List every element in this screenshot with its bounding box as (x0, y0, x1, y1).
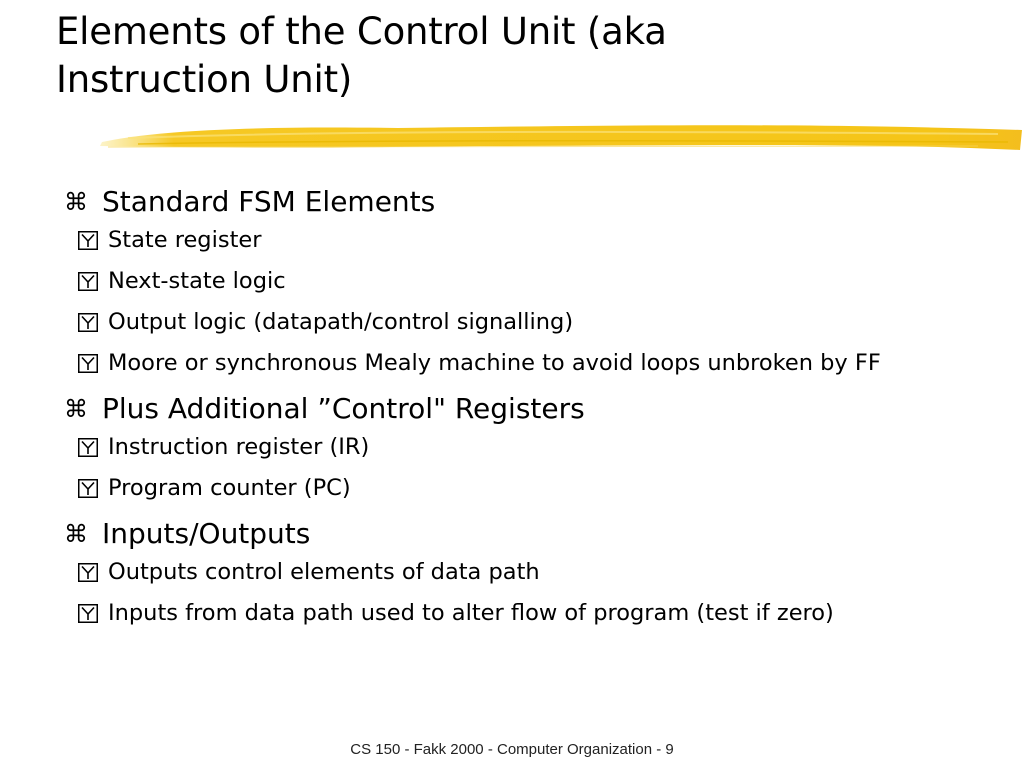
checkbox-y-icon (78, 604, 98, 623)
checkbox-y-icon (78, 354, 98, 373)
sub-bullet-list: Instruction register (IR) Program counte… (64, 431, 974, 504)
sub-bullet-text: Output logic (datapath/control signallin… (108, 309, 574, 335)
sub-bullet-item: State register (78, 224, 974, 256)
slide-title-line-2: Instruction Unit) (56, 58, 353, 101)
bullet-section-standard-fsm: ⌘ Standard FSM Elements (64, 184, 974, 220)
sub-bullet-text: State register (108, 227, 262, 253)
sub-bullet-text: Instruction register (IR) (108, 434, 370, 460)
bullet-list: ⌘ Standard FSM Elements State register N… (64, 184, 974, 641)
slide-footer: CS 150 - Fakk 2000 - Computer Organizati… (350, 741, 674, 758)
bullet-heading: Inputs/Outputs (102, 517, 311, 550)
checkbox-y-icon (78, 231, 98, 250)
yellow-brush-stroke (100, 125, 1022, 150)
sub-bullet-item: Outputs control elements of data path (78, 556, 974, 588)
bullet-heading: Standard FSM Elements (102, 185, 436, 218)
slide-title: Elements of the Control Unit (aka Instru… (56, 8, 956, 104)
sub-bullet-list: Outputs control elements of data path In… (64, 556, 974, 629)
sub-bullet-item: Instruction register (IR) (78, 431, 974, 463)
checkbox-y-icon (78, 563, 98, 582)
sub-bullet-item: Moore or synchronous Mealy machine to av… (78, 347, 974, 379)
sub-bullet-text: Program counter (PC) (108, 475, 351, 501)
sub-bullet-list: State register Next-state logic Output l… (64, 224, 974, 379)
command-key-icon: ⌘ (64, 188, 88, 216)
bullet-section-control-registers: ⌘ Plus Additional ”Control" Registers (64, 391, 974, 427)
sub-bullet-text: Next-state logic (108, 268, 286, 294)
sub-bullet-text: Inputs from data path used to alter flow… (108, 600, 834, 626)
checkbox-y-icon (78, 313, 98, 332)
sub-bullet-text: Outputs control elements of data path (108, 559, 540, 585)
sub-bullet-item: Inputs from data path used to alter flow… (78, 597, 974, 629)
command-key-icon: ⌘ (64, 395, 88, 423)
bullet-section-inputs-outputs: ⌘ Inputs/Outputs (64, 516, 974, 552)
sub-bullet-item: Next-state logic (78, 265, 974, 297)
sub-bullet-item: Program counter (PC) (78, 472, 974, 504)
sub-bullet-item: Output logic (datapath/control signallin… (78, 306, 974, 338)
checkbox-y-icon (78, 272, 98, 291)
bullet-heading: Plus Additional ”Control" Registers (102, 392, 585, 425)
checkbox-y-icon (78, 438, 98, 457)
slide-title-line-1: Elements of the Control Unit (aka (56, 10, 667, 53)
command-key-icon: ⌘ (64, 520, 88, 548)
checkbox-y-icon (78, 479, 98, 498)
sub-bullet-text: Moore or synchronous Mealy machine to av… (108, 350, 881, 376)
